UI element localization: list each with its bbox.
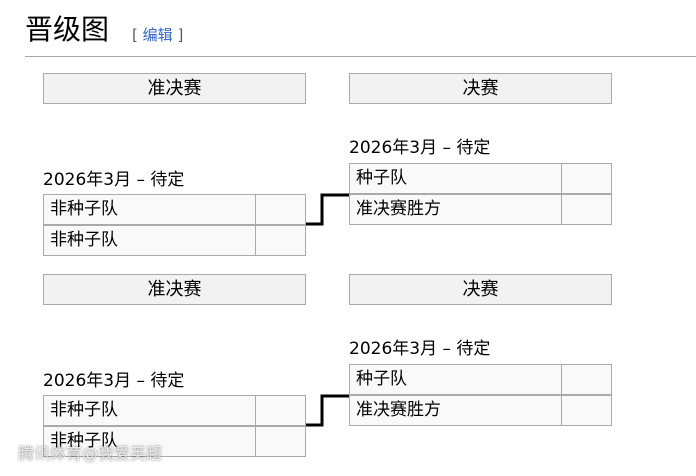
team-name: 非种子队 [50,230,118,250]
semifinal-round-header: 准决赛 [43,73,306,104]
semifinal-round-header: 准决赛 [43,274,306,305]
edit-bracket-close: ] [177,26,184,44]
edit-bracket-open: [ [132,26,138,44]
team-score [255,195,305,224]
semifinal-team-row: 非种子队 [43,225,306,256]
team-score [561,396,611,425]
section-heading: 晋级图 [25,10,109,50]
team-score [561,195,611,224]
final-team-row: 准决赛胜方 [349,194,612,225]
section-title: 晋级图 [25,13,110,46]
team-name: 种子队 [356,168,407,188]
semifinal-team-row: 非种子队 [43,395,306,426]
watermark: 腾讯体育@我爱英超 [18,444,163,463]
final-team-row: 种子队 [349,364,612,395]
team-name: 非种子队 [50,431,118,451]
bracket-connector [306,394,350,427]
team-name: 种子队 [356,369,407,389]
final-round-header: 决赛 [349,274,612,305]
team-score [255,427,305,456]
edit-section: [ 编辑 ] [132,24,183,45]
team-score [561,164,611,193]
team-name: 非种子队 [50,400,118,420]
team-name: 非种子队 [50,199,118,219]
final-date: 2026年3月 – 待定 [349,339,491,359]
bracket-connector [306,193,350,226]
heading-divider [25,56,696,57]
team-name: 准决赛胜方 [356,400,441,420]
semifinal-team-row: 非种子队 [43,426,306,457]
team-score [255,226,305,255]
final-team-row: 准决赛胜方 [349,395,612,426]
semifinal-date: 2026年3月 – 待定 [43,371,185,391]
final-round-header: 决赛 [349,73,612,104]
edit-link[interactable]: 编辑 [142,26,173,44]
semifinal-date: 2026年3月 – 待定 [43,170,185,190]
semifinal-team-row: 非种子队 [43,194,306,225]
team-score [255,396,305,425]
final-date: 2026年3月 – 待定 [349,138,491,158]
team-name: 准决赛胜方 [356,199,441,219]
final-team-row: 种子队 [349,163,612,194]
team-score [561,365,611,394]
